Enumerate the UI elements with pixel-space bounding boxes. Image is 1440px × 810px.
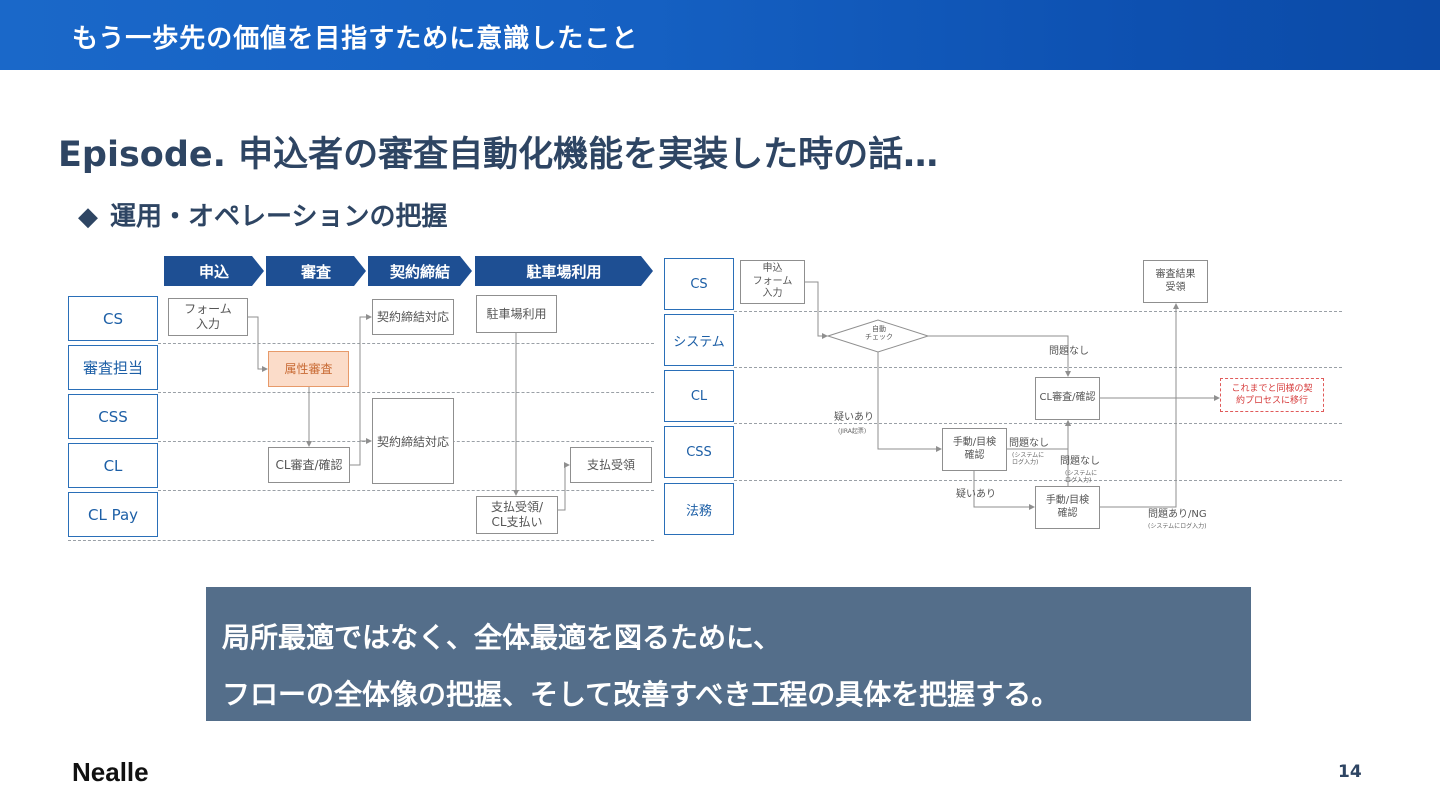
- node-cl-review: CL審査/確認: [1035, 377, 1100, 420]
- phase-apply: 申込: [164, 256, 264, 286]
- role-legal: 法務: [664, 483, 734, 535]
- node-payment-cl: 支払受領/CL支払い: [476, 496, 558, 534]
- node-contract-top: 契約締結対応: [372, 299, 454, 335]
- role-cl: CL: [68, 443, 158, 488]
- lane-divider: [68, 540, 654, 541]
- page-number: 14: [1338, 762, 1362, 782]
- diamond-bullet-icon: ◆: [78, 202, 98, 232]
- conclusion-line-1: 局所最適ではなく、全体最適を図るために、: [222, 621, 782, 654]
- node-attribute-review: 属性審査: [268, 351, 349, 387]
- node-payment-receive: 支払受領: [570, 447, 652, 483]
- node-existing-process: これまでと同様の契約プロセスに移行: [1220, 378, 1324, 412]
- phase-contract: 契約締結: [368, 256, 472, 286]
- lane-divider: [158, 392, 654, 393]
- label-no-issue-mid-note: (システムにログ入力): [1012, 452, 1045, 467]
- section-title: 運用・オペレーションの把握: [110, 202, 448, 232]
- role-reviewer: 審査担当: [68, 345, 158, 390]
- role-cs: CS: [664, 258, 734, 310]
- lane-divider: [734, 311, 1342, 312]
- right-flow-arrows: [805, 281, 1220, 510]
- conclusion-box: 局所最適ではなく、全体最適を図るために、 フローの全体像の把握、そして改善すべき…: [206, 587, 1251, 721]
- node-manual-check-1: 手動/目検確認: [942, 428, 1007, 471]
- role-cl-pay: CL Pay: [68, 492, 158, 537]
- phase-parking-use: 駐車場利用: [475, 256, 653, 286]
- right-swimlane-diagram: CS システム CL CSS 法務 申込フォーム入力 審査結果受領 CL審査/確…: [660, 248, 1350, 548]
- label-doubt-2: 疑いあり: [956, 489, 996, 500]
- lane-divider: [734, 480, 1342, 481]
- label-no-issue-low: 問題なし: [1060, 456, 1100, 467]
- label-auto-check: 自動チェック: [865, 325, 893, 342]
- node-parking-use: 駐車場利用: [476, 295, 557, 333]
- label-doubt-1: 疑いあり: [834, 412, 874, 423]
- lane-divider: [734, 423, 1342, 424]
- label-no-issue-top: 問題なし: [1049, 346, 1089, 357]
- node-review-result: 審査結果受領: [1143, 260, 1208, 303]
- left-flow-arrows: [248, 314, 570, 511]
- node-contract-mid: 契約締結対応: [372, 398, 454, 484]
- lane-divider: [158, 343, 654, 344]
- label-doubt-1-note: (JIRA起票): [838, 428, 867, 435]
- lane-divider: [734, 367, 1342, 368]
- lane-divider: [158, 490, 654, 491]
- role-css: CSS: [664, 426, 734, 478]
- phase-review: 審査: [266, 256, 366, 286]
- left-swimlane-diagram: 申込 審査 契約締結 駐車場利用 CS 審査担当 CSS CL CL Pay フ…: [62, 248, 662, 548]
- node-form-input: フォーム入力: [168, 298, 248, 336]
- label-no-issue-low-note: (システムにログ入力): [1065, 470, 1098, 485]
- company-logo: Nealle: [72, 757, 149, 787]
- role-cs: CS: [68, 296, 158, 341]
- header-bar: もう一歩先の価値を目指すために意識したこと: [0, 0, 1440, 70]
- label-no-issue-mid: 問題なし: [1009, 438, 1049, 449]
- conclusion-line-2: フローの全体像の把握、そして改善すべき工程の具体を把握する。: [222, 678, 1060, 711]
- node-manual-check-2: 手動/目検確認: [1035, 486, 1100, 529]
- slide-title: Episode. 申込者の審査自動化機能を実装した時の話…: [58, 135, 939, 175]
- node-apply-form: 申込フォーム入力: [740, 260, 805, 304]
- section-heading: ◆ 運用・オペレーションの把握: [78, 196, 447, 233]
- header-title: もう一歩先の価値を目指すために意識したこと: [72, 24, 639, 54]
- label-issue-ng: 問題あり/NG: [1148, 509, 1207, 520]
- node-cl-review: CL審査/確認: [268, 447, 350, 483]
- role-cl: CL: [664, 370, 734, 422]
- role-system: システム: [664, 314, 734, 366]
- label-issue-ng-note: (システムにログ入力): [1148, 523, 1207, 530]
- role-css: CSS: [68, 394, 158, 439]
